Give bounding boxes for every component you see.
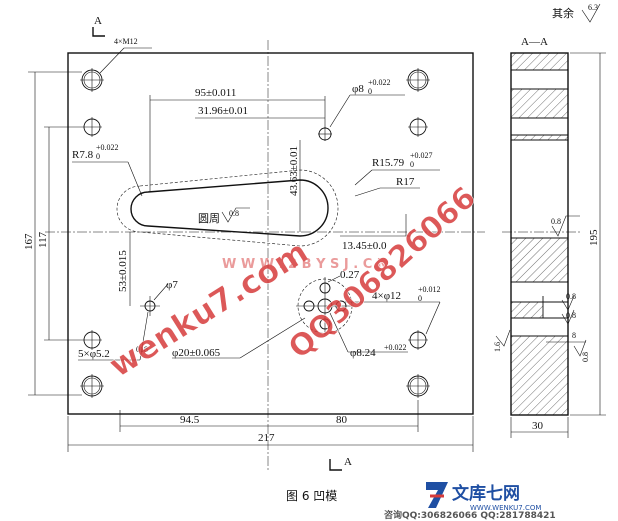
- dim-53: 53±0.015: [117, 250, 129, 292]
- dim-195: 195: [588, 229, 600, 246]
- svg-text:0: 0: [96, 152, 100, 161]
- svg-text:0: 0: [418, 294, 422, 303]
- dim-167: 167: [23, 233, 35, 250]
- svg-text:0: 0: [368, 87, 372, 96]
- watermarks: wenku7.com W W W . 2 B Y S J . C N QQ306…: [102, 180, 483, 385]
- svg-text:+0.022: +0.022: [384, 343, 407, 352]
- dim-phi12: 4×φ12: [372, 290, 401, 302]
- contact-info: 咨询QQ:306826066 QQ:281788421: [384, 509, 556, 521]
- dim-phi824: φ8.24: [350, 347, 376, 359]
- section-label-bottom: A: [344, 456, 352, 468]
- sprue-group: [296, 277, 354, 335]
- m12-holes: [80, 68, 430, 398]
- dim-m12: 4×M12: [114, 37, 138, 46]
- svg-text:+0.012: +0.012: [418, 285, 441, 294]
- logo-url: WWW.WENKU7.COM: [470, 504, 541, 512]
- dim-r78: R7.8: [72, 149, 94, 161]
- dim-4363: 43.63±0.01: [288, 146, 300, 196]
- svg-text:0.8: 0.8: [551, 217, 561, 226]
- note-zhouzhou: 圆周: [198, 212, 220, 225]
- figure-caption: 图 6 凹模: [286, 489, 337, 503]
- watermark-sub: W W W . 2 B Y S J . C N: [222, 257, 388, 272]
- dim-217: 217: [258, 432, 275, 444]
- dim-r1579: R15.79: [372, 157, 405, 169]
- roughness-value: 6.3: [588, 3, 598, 12]
- svg-text:+0.022: +0.022: [368, 78, 391, 87]
- dim-3196: 31.96±0.01: [198, 105, 248, 117]
- roughness-note: 其余: [552, 6, 574, 20]
- svg-text:018: 018: [136, 345, 148, 354]
- logo-text: 文库七网: [452, 483, 520, 504]
- svg-text:+0.027: +0.027: [410, 151, 433, 160]
- dim-80: 80: [336, 414, 348, 426]
- svg-text:1.6: 1.6: [493, 342, 502, 352]
- svg-text:8: 8: [572, 331, 576, 340]
- dim-phi7: φ7: [166, 279, 178, 291]
- site-logo: 文库七网 WWW.WENKU7.COM: [426, 482, 541, 512]
- watermark-qq: QQ306826066: [282, 180, 483, 366]
- dim-phi20: φ20±0.065: [172, 347, 221, 359]
- dim-027: 0.27: [340, 269, 360, 281]
- section-marker-top: [92, 27, 105, 37]
- svg-text:0.8: 0.8: [566, 292, 576, 301]
- section-view: A—A 195 30 0.8 0.8: [493, 3, 606, 438]
- dim-r17: R17: [396, 176, 415, 188]
- svg-text:0.8: 0.8: [566, 311, 576, 320]
- dim-95: 95±0.011: [195, 87, 236, 99]
- svg-text:+0.022: +0.022: [96, 143, 119, 152]
- svg-text:0.8: 0.8: [229, 209, 239, 218]
- cavity: [116, 169, 339, 247]
- dim-1345: 13.45±0.0: [342, 240, 387, 252]
- dim-945: 94.5: [180, 414, 200, 426]
- plate-outline: [67, 52, 474, 415]
- watermark-main: wenku7.com: [102, 232, 314, 384]
- dim-117: 117: [37, 231, 49, 248]
- svg-text:0.8: 0.8: [581, 352, 590, 362]
- section-label-top: A: [94, 15, 102, 27]
- dim-30: 30: [532, 420, 544, 432]
- svg-text:0: 0: [410, 160, 414, 169]
- dim-phi8: φ8: [352, 83, 364, 95]
- section-title: A—A: [521, 36, 548, 48]
- section-marker-bottom: [329, 459, 342, 471]
- dim-phi52: 5×φ5.2: [78, 348, 110, 360]
- pin-holes: [82, 117, 428, 350]
- front-view: A A 4×M12 95±0.011 31.96±0.01 φ8 +0.022 …: [23, 15, 485, 471]
